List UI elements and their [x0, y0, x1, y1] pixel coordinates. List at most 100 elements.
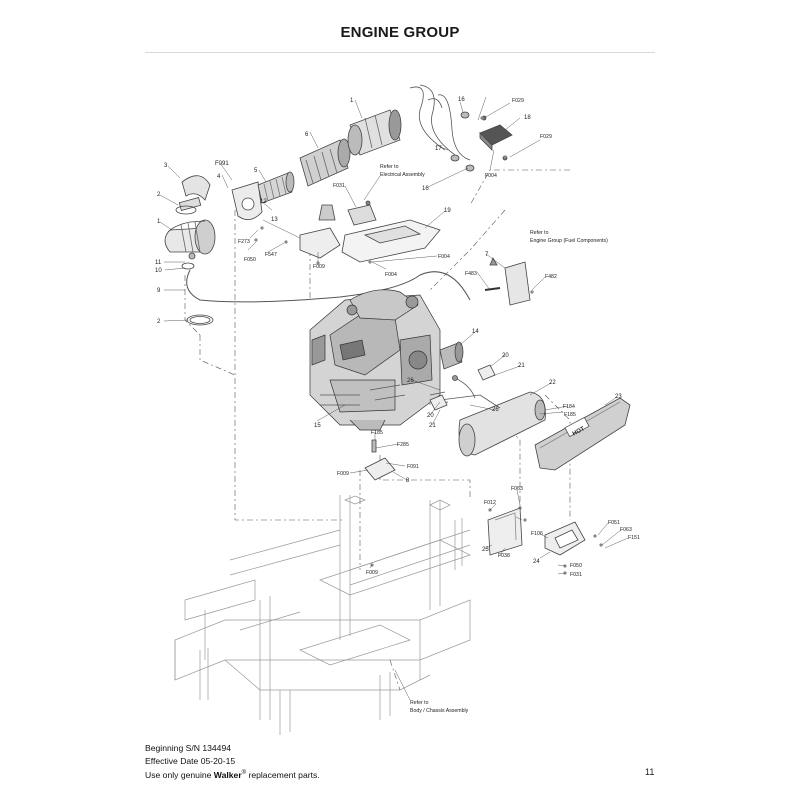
callout-f547: F547 — [265, 252, 277, 258]
callout-16-top: 16 — [458, 97, 465, 103]
safety-filter — [257, 171, 295, 204]
callout-12: 12 — [260, 199, 267, 205]
callout-10: 10 — [155, 268, 162, 274]
callout-17: 17 — [435, 146, 442, 152]
callout-7: 7 — [485, 252, 489, 258]
callout-f029-top: F029 — [512, 98, 524, 104]
callout-22: 22 — [549, 380, 556, 386]
electrical-bracket — [347, 200, 377, 226]
callout-f031: F031 — [333, 183, 345, 189]
callout-25: 25 — [482, 547, 489, 553]
ref-body-2: Body / Chassis Assembly — [410, 708, 469, 714]
ref-fuel-1: Refer to — [530, 230, 549, 236]
callout-1-left: 1 — [157, 219, 161, 225]
engine — [309, 289, 441, 431]
callout-f483: F483 — [465, 271, 477, 277]
footer-serial: Beginning S/N 134494 — [145, 743, 232, 753]
ref-electrical-2: Electrical Assembly — [380, 172, 425, 178]
callout-f038: F038 — [498, 553, 510, 559]
ref-electrical-1: Refer to — [380, 164, 399, 170]
page-title: ENGINE GROUP — [340, 24, 460, 41]
callout-21-top: 21 — [518, 363, 525, 369]
callout-f012: F012 — [484, 500, 496, 506]
callout-15: 15 — [314, 423, 321, 429]
primary-filter — [299, 138, 351, 187]
engine-mount-plate — [364, 457, 396, 481]
mount-plate — [341, 219, 441, 263]
callout-18: 18 — [524, 115, 531, 121]
callout-f091-top: F091 — [215, 161, 229, 167]
callout-f273: F273 — [238, 239, 250, 245]
isolator-mount — [318, 204, 336, 221]
callout-f050-top: F050 — [244, 257, 256, 263]
ref-body-1: Refer to — [410, 700, 429, 706]
callout-9: 9 — [157, 288, 161, 294]
callout-14: 14 — [472, 329, 479, 335]
callout-f004-top: F004 — [485, 173, 497, 179]
mount-bracket — [231, 181, 263, 221]
callout-f004-mid: F004 — [438, 254, 450, 260]
callout-f051: F051 — [608, 520, 620, 526]
callout-f009-top: F009 — [313, 264, 325, 270]
callout-2-top: 2 — [157, 192, 161, 198]
hose-clamp — [460, 111, 470, 119]
callout-f050-bottom: F050 — [570, 563, 582, 569]
ref-fuel-2: Engine Group (Fuel Components) — [530, 238, 608, 244]
callout-26-right: 26 — [492, 407, 499, 413]
callout-2-bottom: 2 — [157, 319, 161, 325]
heat-shield — [534, 397, 631, 471]
callout-labels: 1 6 5 3 2 1 F091 4 11 10 9 2 12 13 F273 … — [155, 97, 640, 714]
air-cleaner-bracket — [299, 227, 341, 259]
leader-lines — [159, 96, 629, 701]
callout-24: 24 — [533, 559, 540, 565]
callout-f091-bottom: F091 — [407, 464, 419, 470]
callout-3: 3 — [164, 163, 168, 169]
footer-notice: Use only genuine Walker® replacement par… — [145, 768, 320, 780]
oil-filter — [439, 341, 464, 370]
callout-8: 8 — [406, 478, 410, 484]
exhaust-pipe — [454, 377, 476, 399]
callout-f009-bottom: F009 — [366, 570, 378, 576]
callout-6: 6 — [305, 132, 309, 138]
footer-registered-mark: ® — [241, 770, 247, 776]
callout-f106: F106 — [531, 531, 543, 537]
callout-26-left: 26 — [407, 378, 414, 384]
muffler-bracket-right — [544, 521, 586, 556]
exhaust-gasket — [477, 364, 496, 381]
intake-hose — [409, 84, 456, 156]
air-cleaner-assembly — [164, 175, 216, 326]
callout-20-bottom: 20 — [427, 413, 434, 419]
callout-f031-bottom: F031 — [570, 572, 582, 578]
callout-19: 19 — [444, 208, 451, 214]
callout-16-bottom: 16 — [422, 186, 429, 192]
callout-f482: F482 — [545, 274, 557, 280]
callout-20-top: 20 — [502, 353, 509, 359]
callout-f004-low: F004 — [385, 272, 397, 278]
callout-4: 4 — [217, 174, 221, 180]
callout-21-bottom: 21 — [429, 423, 436, 429]
callout-f285: F285 — [397, 442, 409, 448]
title-rule — [145, 52, 655, 53]
mount-stud — [371, 439, 377, 453]
page-number: 11 — [645, 767, 655, 777]
callout-f063-right: F063 — [620, 527, 632, 533]
callout-1-top: 1 — [350, 98, 354, 104]
restriction-indicator — [479, 115, 513, 161]
callout-f009-mid: F009 — [337, 471, 349, 477]
air-cleaner-housing — [347, 109, 402, 156]
footer-effective-date: Effective Date 05-20-15 — [145, 756, 236, 766]
footer-notice-post: replacement parts. — [246, 769, 320, 780]
callout-5: 5 — [254, 168, 258, 174]
callout-f151: F151 — [628, 535, 640, 541]
hot-decal: HOT — [572, 426, 586, 437]
fuel-pump — [484, 257, 531, 306]
muffler — [429, 391, 546, 457]
callout-f063-top: F063 — [511, 486, 523, 492]
callout-f184: F184 — [563, 404, 575, 410]
callout-f185-engine: F185 — [371, 430, 383, 436]
vent-hose — [186, 269, 471, 303]
muffler-bracket-left — [487, 507, 523, 556]
callout-f029-right: F029 — [540, 134, 552, 140]
callout-23: 23 — [615, 394, 622, 400]
